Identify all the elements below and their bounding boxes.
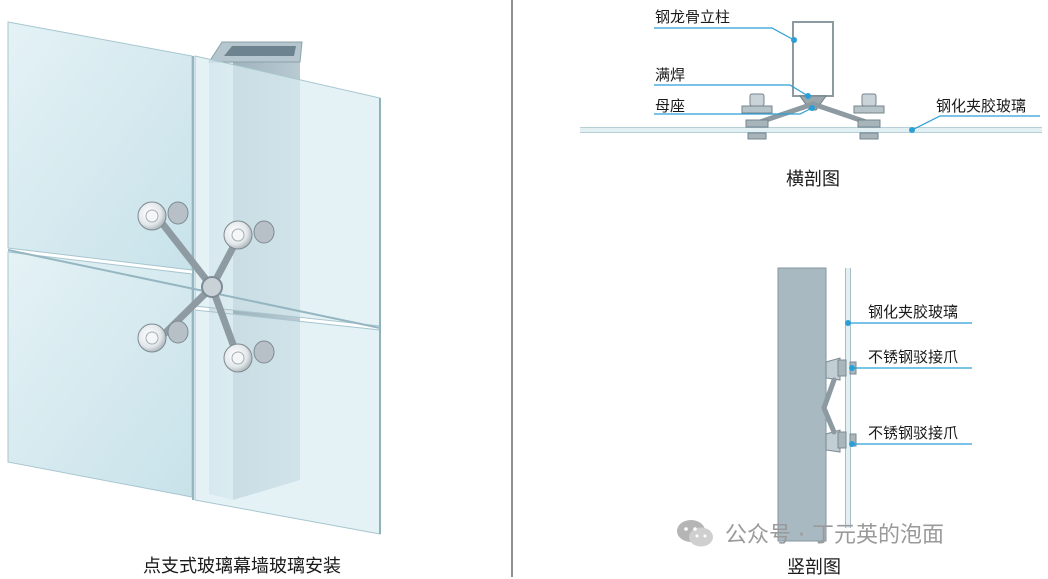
bolt-upper-left [137,201,189,231]
glass-curtain-wall-illustration [7,21,381,535]
cross-section-caption: 横剖图 [786,169,840,190]
wechat-icon [677,520,713,547]
watermark: 公众号 · 丁元英的泡面 [675,517,944,549]
label-laminated-glass-h: 钢化夹胶玻璃 [936,97,1027,115]
label-steel-column: 钢龙骨立柱 [655,8,731,26]
bolt-lower-left [137,320,189,353]
label-laminated-glass-v: 钢化夹胶玻璃 [868,303,959,321]
steel-column-opening [224,46,296,56]
leader-glass-h [911,115,1040,131]
spider-hub [201,276,223,298]
claw-lower [825,429,857,453]
label-full-weld: 满焊 [655,66,686,84]
label-claw-upper: 不锈钢驳接爪 [868,348,959,366]
vertical-section-caption: 竖剖图 [787,557,841,578]
bolt-upper-right [223,220,275,250]
leader-base [654,107,813,115]
watermark-text: 公众号 · 丁元英的泡面 [725,523,944,548]
panel-divider [511,0,513,577]
leader-weld [654,84,809,97]
leader-column [654,27,795,41]
label-base: 母座 [655,97,686,115]
steel-column-section [792,21,834,97]
label-claw-lower: 不锈钢驳接爪 [868,424,959,442]
left-caption: 点支式玻璃幕墙玻璃安装 [143,556,341,577]
steel-column-vertical [777,267,827,542]
bolt-lower-right [223,340,275,373]
